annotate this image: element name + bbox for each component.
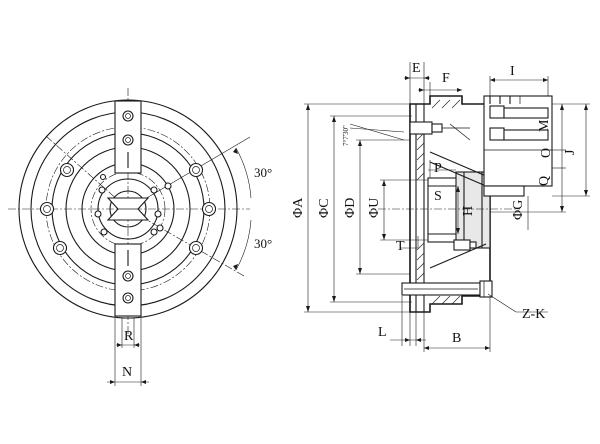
dim-label-o: O — [539, 148, 554, 158]
angle-label-top: 30° — [254, 165, 272, 180]
dim-label-j: J — [563, 149, 578, 155]
dim-label-s: S — [434, 189, 442, 204]
front-view — [8, 88, 252, 386]
inner-holes — [94, 173, 172, 236]
dim-label-f: F — [442, 71, 450, 86]
dim-label-b: B — [452, 331, 461, 346]
dim-label-phi-c: ΦC — [317, 198, 332, 218]
dim-label-z-k: Z-K — [522, 307, 545, 322]
taper-angle-label: 7°7'30" — [342, 125, 350, 146]
mounting-bolt — [401, 280, 493, 298]
top-jaw — [114, 100, 142, 174]
center-taper — [106, 197, 150, 221]
hatching-lower — [416, 242, 461, 305]
dim-label-p: P — [434, 161, 442, 176]
dim-label-e: E — [412, 61, 421, 76]
dim-label-phi-a: ΦA — [291, 197, 306, 218]
dim-label-m: M — [537, 119, 552, 132]
section-view — [304, 62, 590, 352]
dimension-labels: 30° 30° R N E F I M O J Q ΦG H S P ΦU ΦD… — [122, 61, 578, 380]
dim-label-i: I — [510, 64, 515, 79]
dim-label-h: H — [461, 206, 476, 216]
dim-label-q: Q — [537, 176, 552, 186]
dim-label-r: R — [124, 329, 134, 344]
dim-label-phi-g: ΦG — [511, 200, 526, 220]
dim-label-phi-u: ΦU — [367, 198, 382, 218]
dim-label-phi-d: ΦD — [343, 198, 358, 218]
dim-label-n: N — [122, 365, 132, 380]
master-jaw — [483, 95, 553, 187]
angle-label-bottom: 30° — [254, 236, 272, 251]
dim-label-t: T — [396, 239, 405, 254]
bottom-jaw — [114, 243, 142, 317]
outer-bolt-holes — [39, 162, 217, 256]
dim-label-l: L — [378, 325, 387, 340]
